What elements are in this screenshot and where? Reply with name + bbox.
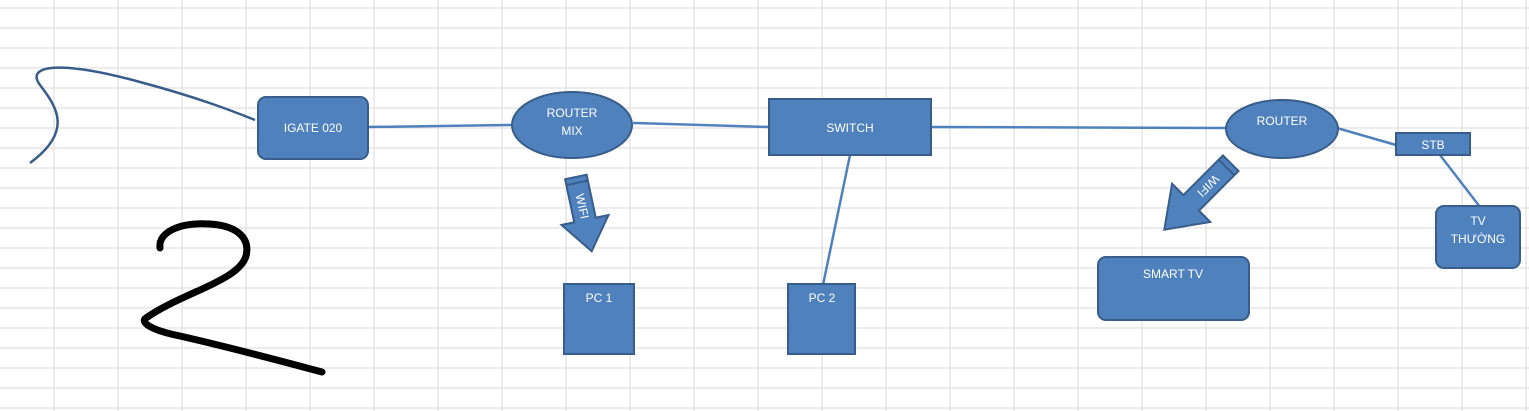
switch-label: SWITCH <box>826 121 873 135</box>
connector-stb-tv <box>1439 154 1481 208</box>
stb-node: STB <box>1395 132 1471 156</box>
tv-label-line2: THƯỜNG <box>1451 231 1506 246</box>
igate-node: IGATE 020 <box>257 96 369 160</box>
switch-node: SWITCH <box>768 98 932 156</box>
smart-tv-node: SMART TV <box>1097 256 1250 321</box>
connector-router-mix-switch <box>632 121 770 129</box>
router-mix-label-line2: MIX <box>561 124 582 138</box>
incoming-cable-curve <box>29 66 256 165</box>
router-node: ROUTER <box>1225 99 1339 159</box>
wifi-arrow-right: WIFI <box>1163 154 1240 231</box>
pc2-node: PC 2 <box>787 283 856 355</box>
handwritten-2-scribble <box>141 220 326 376</box>
router-label: ROUTER <box>1257 114 1308 128</box>
connector-switch-pc2 <box>821 154 852 286</box>
smart-tv-label: SMART TV <box>1143 267 1203 281</box>
pc2-label: PC 2 <box>809 291 836 305</box>
router-mix-node: ROUTER MIX <box>511 91 633 159</box>
stb-label: STB <box>1421 138 1444 152</box>
router-mix-label-line1: ROUTER <box>547 106 598 120</box>
connector-igate-router-mix <box>367 123 513 129</box>
tv-label-line1: TV <box>1470 214 1485 228</box>
pc1-label: PC 1 <box>586 291 613 305</box>
pc1-node: PC 1 <box>563 283 635 355</box>
connector-router-stb <box>1336 126 1397 147</box>
connectors <box>367 121 1481 286</box>
wifi-left-label: WIFI <box>573 192 592 220</box>
tv-node: TV THƯỜNG <box>1435 205 1521 269</box>
wifi-arrow-left: WIFI <box>559 173 611 253</box>
igate-label: IGATE 020 <box>284 121 343 135</box>
connector-switch-router <box>930 125 1227 130</box>
